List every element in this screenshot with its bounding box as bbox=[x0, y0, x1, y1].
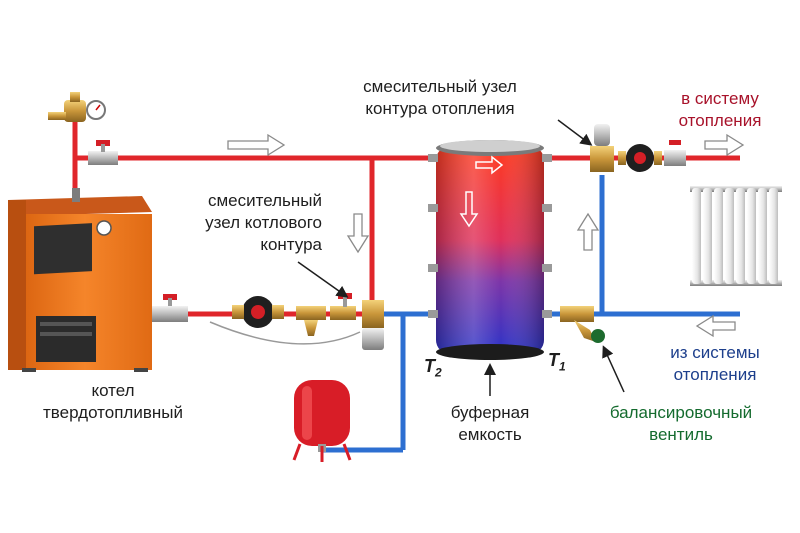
valve-icon bbox=[664, 150, 686, 166]
boiler-mixing-unit-label: смесительный узел котлового контура bbox=[140, 190, 322, 256]
label-line: контура bbox=[260, 235, 322, 254]
from-heating-system-label: из системы отопления bbox=[640, 342, 790, 386]
boiler-icon bbox=[8, 188, 152, 372]
t1-letter: T bbox=[548, 350, 559, 370]
t2-index: 2 bbox=[435, 365, 442, 380]
filter-icon bbox=[296, 306, 326, 336]
mixing-valve-icon bbox=[590, 146, 614, 172]
label-line: емкость bbox=[458, 425, 522, 444]
balancing-valve-icon bbox=[560, 306, 605, 343]
radiator-icon bbox=[690, 186, 782, 286]
label-line: твердотопливный bbox=[43, 403, 183, 422]
thermometer-icon bbox=[96, 220, 112, 236]
label-line: контура отопления bbox=[365, 99, 515, 118]
valve-icon bbox=[152, 306, 188, 322]
pump-icon bbox=[232, 296, 284, 328]
to-heating-system-label: в систему отопления bbox=[652, 88, 788, 132]
label-line: буферная bbox=[450, 403, 530, 422]
return-line-components bbox=[152, 293, 384, 350]
label-line: вентиль bbox=[649, 425, 713, 444]
callout-arrows bbox=[297, 119, 625, 396]
label-line: смесительный узел bbox=[363, 77, 517, 96]
expansion-tank-icon bbox=[292, 380, 352, 462]
label-line: из системы bbox=[670, 343, 760, 362]
mixing-valve-icon bbox=[362, 300, 384, 350]
heating-mixing-unit bbox=[590, 124, 686, 172]
valve-icon bbox=[88, 140, 118, 165]
label-line: смесительный bbox=[207, 191, 322, 210]
buffer-tank-label: буферная емкость bbox=[430, 402, 550, 446]
label-line: отопления bbox=[678, 111, 762, 130]
label-line: в систему bbox=[681, 89, 759, 108]
buffer-tank-icon bbox=[428, 140, 552, 360]
safety-group-icon bbox=[48, 92, 106, 122]
heating-mixing-unit-label: смесительный узел контура отопления bbox=[330, 76, 550, 120]
label-line: отопления bbox=[673, 365, 757, 384]
pump-icon bbox=[618, 144, 662, 172]
label-line: узел котлового bbox=[205, 213, 322, 232]
boiler-label: котел твердотопливный bbox=[18, 380, 208, 424]
t2-letter: T bbox=[424, 356, 435, 376]
label-line: котел bbox=[91, 381, 135, 400]
t2-sensor-label: T2 bbox=[424, 356, 442, 380]
label-line: балансировочный bbox=[609, 403, 753, 422]
flow-arrow-icon bbox=[227, 133, 745, 338]
t1-index: 1 bbox=[559, 359, 566, 374]
balancing-valve-label: балансировочный вентиль bbox=[576, 402, 786, 446]
t1-sensor-label: T1 bbox=[548, 350, 566, 374]
